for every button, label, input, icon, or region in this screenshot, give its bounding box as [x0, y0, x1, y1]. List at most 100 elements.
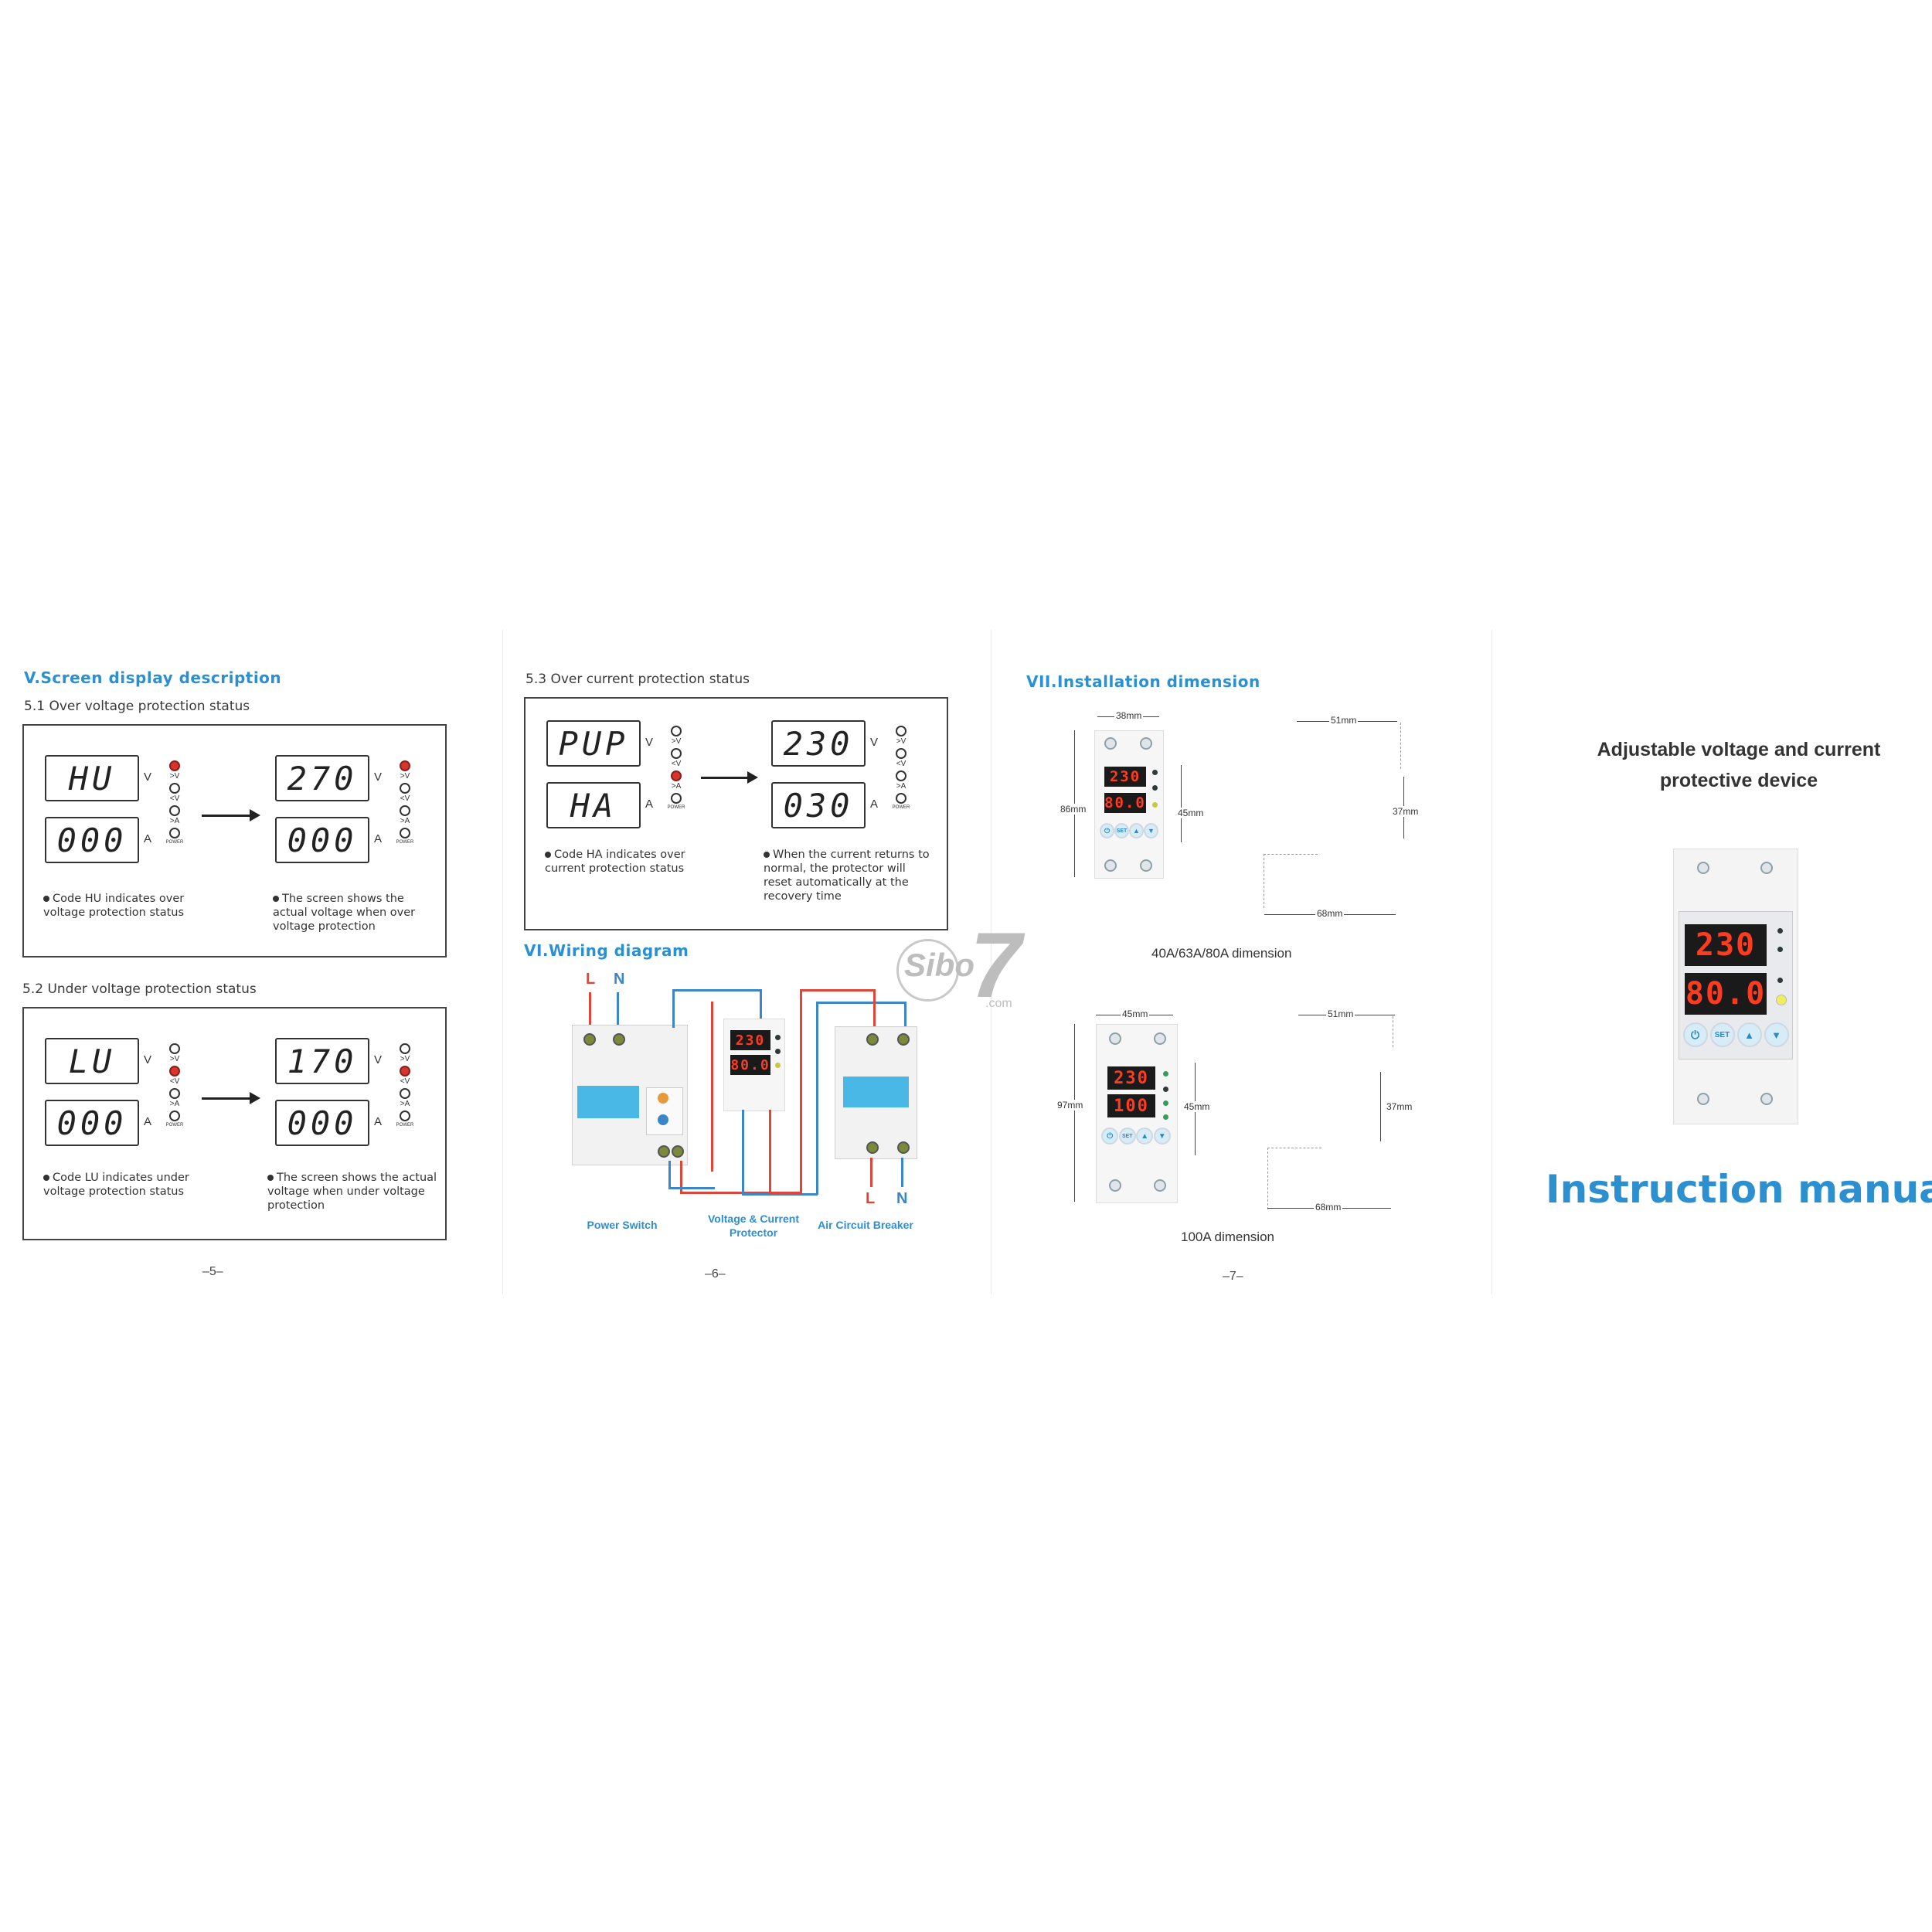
- section-title-wiring: VI.Wiring diagram: [524, 941, 689, 960]
- terminal-icon: [672, 1145, 684, 1158]
- set-button[interactable]: SET: [1114, 823, 1129, 838]
- watermark-brand: Sibo: [904, 947, 975, 983]
- led-column: >V <V >A POWER: [389, 1041, 420, 1128]
- terminal-icon: [613, 1033, 625, 1046]
- watermark-suffix: .com: [985, 997, 1012, 1010]
- lcd-current-readout: 000: [45, 1100, 139, 1146]
- led-label-over-a: >A: [169, 1100, 180, 1108]
- set-button[interactable]: SET: [1709, 1022, 1735, 1047]
- arrow-icon: [202, 809, 260, 821]
- power-led: [1776, 995, 1787, 1005]
- subsection-over-current: 5.3 Over current protection status: [526, 672, 750, 687]
- unit-a: A: [870, 798, 879, 811]
- over-voltage-led: [169, 760, 180, 771]
- watermark-circle: [896, 939, 959, 1002]
- up-arrow-icon[interactable]: ▲: [1129, 823, 1144, 838]
- over-voltage-led: [400, 1043, 410, 1054]
- section-title-screen-display: V.Screen display description: [24, 668, 282, 687]
- led-column: >V <V >A POWER: [389, 758, 420, 845]
- button-row: ⏻ SET ▲ ▼: [1101, 1127, 1171, 1145]
- screw-icon: [1697, 1093, 1709, 1105]
- label-l-top: L: [586, 971, 596, 988]
- led-label-power: POWER: [892, 805, 910, 810]
- voltage-current-protector-device: 230 80.0: [723, 1019, 785, 1111]
- led-label-power: POWER: [165, 1123, 184, 1128]
- power-led: [1152, 802, 1158, 808]
- subsection-under-voltage: 5.2 Under voltage protection status: [22, 981, 257, 997]
- led-label-under-v: <V: [400, 794, 410, 803]
- led-label-over-v: >V: [671, 737, 682, 746]
- wire-l-out: [870, 1158, 872, 1187]
- dim-height: 86mm: [1059, 804, 1088, 815]
- unit-v: V: [374, 770, 383, 784]
- wire: [816, 1002, 905, 1004]
- power-button-icon[interactable]: ⏻: [1100, 823, 1114, 838]
- arrow-icon: [701, 771, 758, 784]
- down-arrow-icon[interactable]: ▼: [1153, 1128, 1171, 1145]
- dim-base: 68mm: [1315, 908, 1345, 919]
- status-led: [1777, 947, 1783, 952]
- dim-line: [1074, 1024, 1075, 1202]
- power-led: [400, 827, 410, 838]
- led-label-over-v: >V: [400, 1055, 410, 1063]
- wire: [873, 989, 876, 1028]
- down-arrow-icon[interactable]: ▼: [1144, 823, 1158, 838]
- terminal-icon: [866, 1141, 879, 1154]
- dim-depth: 51mm: [1329, 715, 1359, 726]
- over-voltage-led: [671, 725, 682, 736]
- dim-line: [1181, 765, 1182, 842]
- up-arrow-icon[interactable]: ▲: [1136, 1128, 1154, 1145]
- unit-v: V: [374, 1053, 383, 1066]
- screw-icon: [1697, 862, 1709, 874]
- status-led: [1777, 928, 1783, 934]
- power-button-icon[interactable]: ⏻: [1101, 1128, 1119, 1145]
- over-voltage-led: [896, 725, 906, 736]
- screw-icon: [1760, 862, 1773, 874]
- led-label-over-a: >A: [671, 782, 682, 791]
- screw-icon: [1760, 1093, 1773, 1105]
- up-arrow-icon[interactable]: ▲: [1736, 1022, 1762, 1047]
- led-label-power: POWER: [165, 840, 184, 845]
- power-button-icon[interactable]: ⏻: [1682, 1022, 1708, 1047]
- dim-dash: [1400, 723, 1401, 769]
- device-front-view: 230 100 ⏻ SET ▲ ▼: [1096, 1024, 1178, 1203]
- lcd-voltage-readout: 230: [771, 720, 866, 767]
- down-arrow-icon[interactable]: ▼: [1764, 1022, 1789, 1047]
- power-led: [896, 792, 906, 804]
- wire: [800, 989, 875, 992]
- led-column: >V <V >A POWER: [159, 1041, 190, 1128]
- terminal-icon: [897, 1141, 910, 1154]
- led-label-over-v: >V: [169, 772, 180, 781]
- dim-width: 45mm: [1121, 1009, 1150, 1019]
- under-voltage-led: [169, 782, 180, 794]
- air-circuit-breaker-device: [835, 1026, 917, 1159]
- lcd-current-readout: 000: [45, 817, 139, 863]
- wire: [672, 989, 761, 992]
- wire: [769, 1192, 801, 1194]
- section-title-installation: VII.Installation dimension: [1026, 672, 1260, 691]
- set-button[interactable]: SET: [1118, 1128, 1136, 1145]
- wire: [760, 989, 762, 1020]
- unit-a: A: [645, 798, 654, 811]
- unit-a: A: [144, 832, 152, 845]
- wire: [668, 1187, 715, 1189]
- lcd-voltage-readout: 170: [275, 1038, 369, 1084]
- page-number-6: –6–: [705, 1267, 726, 1281]
- screw-icon: [1140, 737, 1152, 750]
- label-air-breaker: Air Circuit Breaker: [818, 1219, 913, 1231]
- lcd-current-readout: HA: [546, 782, 641, 828]
- lcd-voltage-readout: PUP: [546, 720, 641, 767]
- over-current-led: [169, 804, 180, 816]
- unit-a: A: [144, 1115, 152, 1128]
- cover-voltage-display: 230: [1685, 924, 1767, 966]
- unit-a: A: [374, 1115, 383, 1128]
- cover-subtitle: Adjustable voltage and current protectiv…: [1597, 739, 1881, 791]
- over-current-box: PUP V HA A >V <V >A POWER 230 V 030 A: [524, 697, 948, 930]
- wire-n-out: [901, 1158, 903, 1187]
- breaker-lever: [843, 1077, 909, 1107]
- lcd-current-readout: 030: [771, 782, 866, 828]
- led-label-over-v: >V: [400, 772, 410, 781]
- dim-depth: 51mm: [1326, 1009, 1355, 1019]
- lcd-current-readout: 000: [275, 1100, 369, 1146]
- power-led: [169, 827, 180, 838]
